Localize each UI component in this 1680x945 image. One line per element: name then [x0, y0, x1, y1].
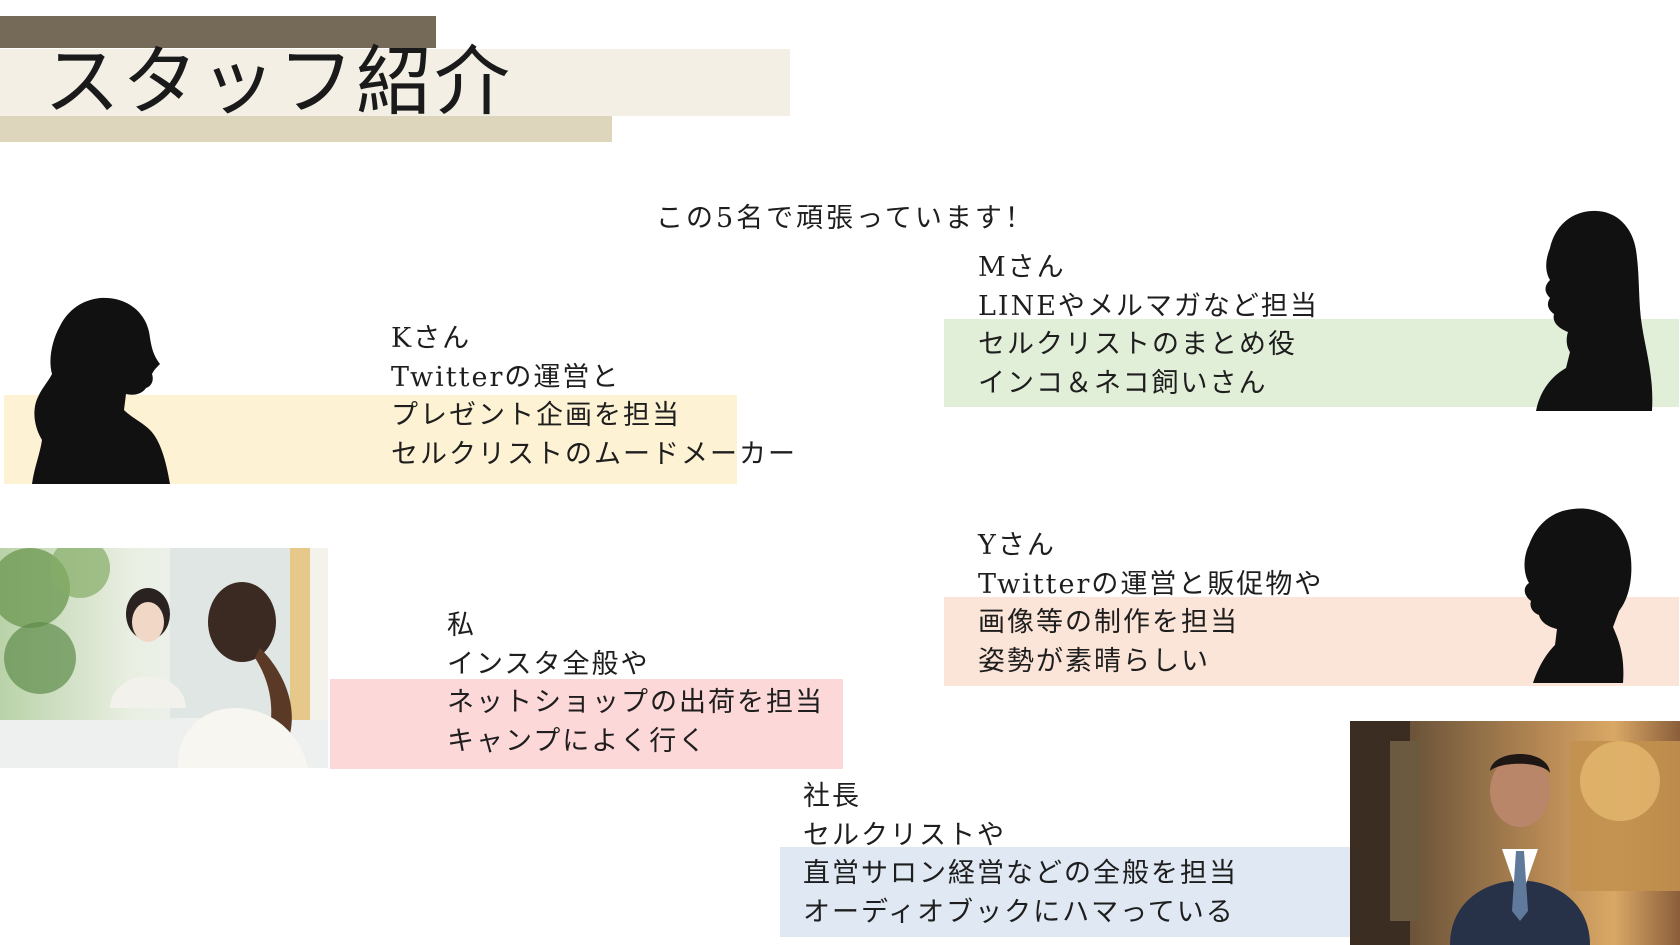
staff-trait: オーディオブックにハマっている: [803, 896, 1235, 928]
staff-profile-watashi: 私 インスタ全般や ネットショップの出荷を担当 キャンプによく行く: [447, 607, 824, 761]
staff-role: ネットショップの出荷を担当: [447, 687, 824, 718]
staff-name: Mさん: [978, 252, 1066, 283]
staff-role: セルクリストや: [803, 819, 1006, 851]
staff-role: 直営サロン経営などの全般を担当: [803, 858, 1238, 889]
highlight-band-watashi: [330, 679, 843, 769]
woman-silhouette-icon: [1536, 210, 1653, 411]
staff-photo-shacho: [1350, 721, 1680, 945]
staff-role: インスタ全般や: [447, 648, 650, 680]
staff-profile-shacho: 社長 セルクリストや 直営サロン経営などの全般を担当 オーディオブックにハマって…: [803, 778, 1238, 932]
page-title: スタッフ紹介: [44, 37, 512, 126]
staff-role: Twitterの運営と: [391, 361, 621, 393]
staff-trait: インコ＆ネコ飼いさん: [978, 367, 1268, 399]
staff-role: Twitterの運営と販促物や: [978, 568, 1324, 600]
woman-silhouette-icon: [1524, 508, 1632, 683]
staff-role: プレゼント企画を担当: [391, 400, 681, 431]
woman-silhouette-icon: [32, 297, 170, 484]
staff-trait: セルクリストのまとめ役: [978, 329, 1297, 360]
staff-role: LINEやメルマガなど担当: [978, 290, 1319, 322]
staff-profile-m: Mさん LINEやメルマガなど担当 セルクリストのまとめ役 インコ＆ネコ飼いさん: [978, 249, 1319, 403]
staff-trait: 姿勢が素晴らしい: [978, 645, 1210, 677]
page-subtitle: この5名で頑張っています！: [656, 203, 1035, 234]
staff-name: Yさん: [978, 530, 1056, 561]
staff-name: Kさん: [391, 323, 472, 354]
staff-trait: キャンプによく行く: [447, 725, 708, 757]
staff-photo-watashi: [0, 548, 328, 768]
title-bar-dark: [0, 16, 436, 48]
staff-trait: セルクリストのムードメーカー: [391, 438, 797, 470]
staff-profile-y: Yさん Twitterの運営と販促物や 画像等の制作を担当 姿勢が素晴らしい: [978, 527, 1323, 681]
title-bar-tan: [0, 116, 612, 142]
photo-illustration: [1350, 721, 1680, 945]
staff-name: 私: [447, 610, 476, 641]
staff-role: 画像等の制作を担当: [978, 607, 1239, 638]
staff-name: 社長: [803, 781, 861, 812]
title-bar-light: [0, 49, 790, 116]
highlight-band-shacho: [780, 847, 1350, 937]
staff-profile-k: Kさん Twitterの運営と プレゼント企画を担当 セルクリストのムードメーカ…: [391, 320, 797, 474]
photo-illustration: [0, 548, 328, 768]
